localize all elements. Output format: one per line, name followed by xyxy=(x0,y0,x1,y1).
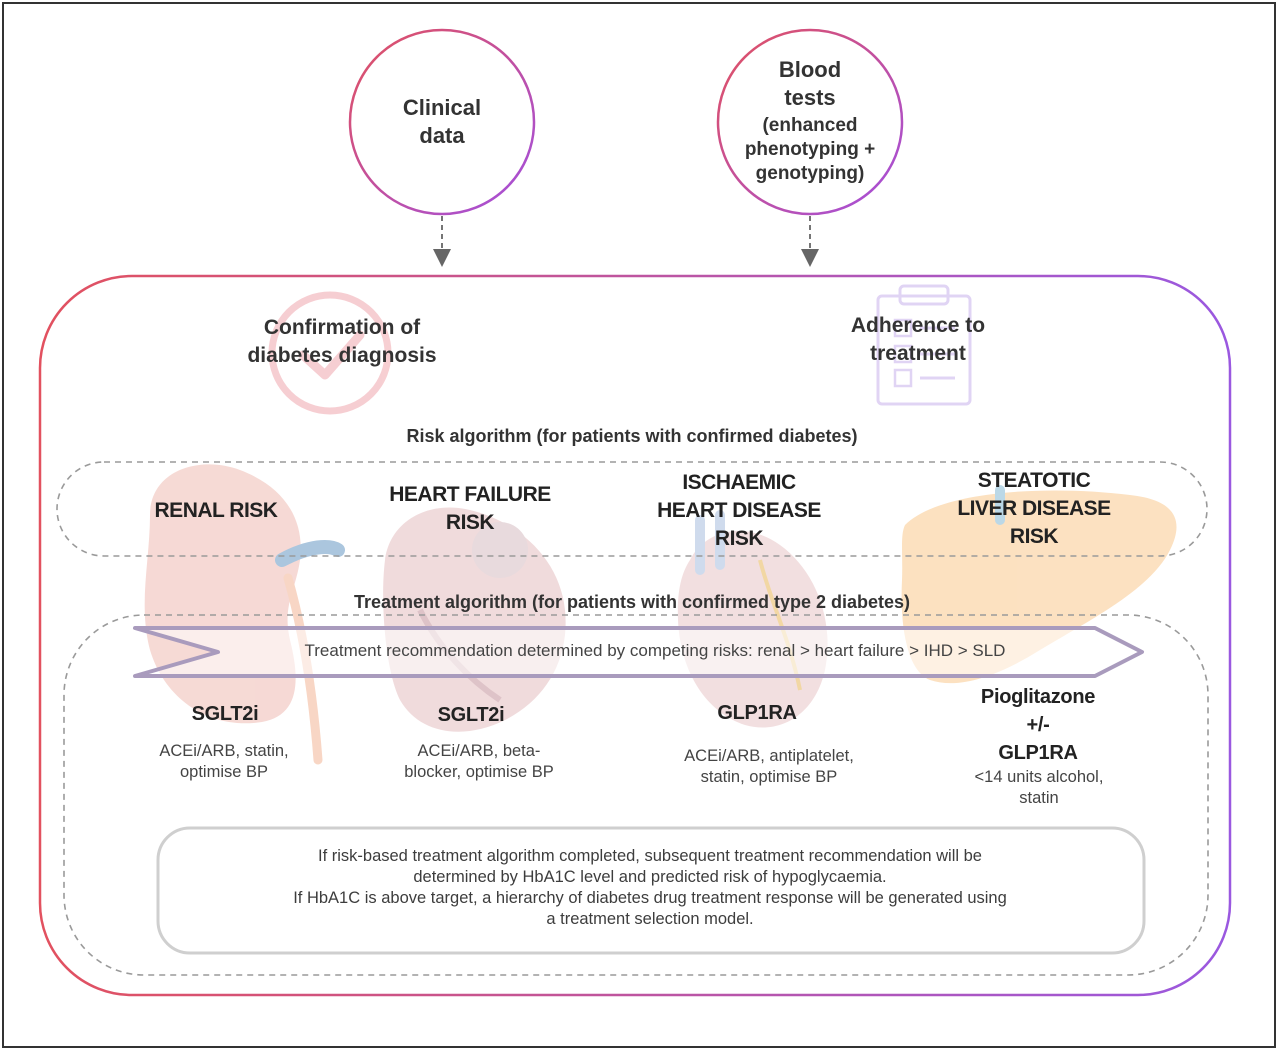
clinical-data-title: Clinical data xyxy=(402,95,482,148)
risk-heart-failure: HEART FAILURE RISK xyxy=(389,483,551,534)
note-box xyxy=(156,826,1146,955)
treatment-sld-detail: <14 units alcohol, statin xyxy=(974,768,1104,807)
heart-icon xyxy=(383,507,566,732)
priority-arrow xyxy=(133,626,1144,678)
treatment-ihd-drug: GLP1RA xyxy=(717,702,797,724)
clinical-data-circle xyxy=(348,28,536,216)
treatment-ihd-detail: ACEi/ARB, antiplatelet, statin, optimise… xyxy=(684,747,854,786)
priority-arrow-text: Treatment recommendation determined by c… xyxy=(304,641,1006,660)
treatment-box xyxy=(63,614,1209,976)
treatment-algorithm-title: Treatment algorithm (for patients with c… xyxy=(353,592,911,612)
blood-tests-subtitle: (enhanced phenotyping + genotyping) xyxy=(744,115,876,184)
treatment-hf-drug: SGLT2i xyxy=(437,704,505,726)
risk-steatotic-liver: STEATOTIC LIVER DISEASE RISK xyxy=(957,469,1111,548)
confirmation-heading: Confirmation of diabetes diagnosis xyxy=(247,316,437,367)
risk-ischaemic: ISCHAEMIC HEART DISEASE RISK xyxy=(657,471,821,550)
clipboard-icon xyxy=(876,284,972,406)
treatment-renal-drug: SGLT2i xyxy=(191,703,259,725)
risk-algorithm-title: Risk algorithm (for patients with confir… xyxy=(406,426,858,446)
treatment-sld-drug: Pioglitazone +/- GLP1RA xyxy=(980,686,1096,764)
treatment-note: If risk-based treatment algorithm comple… xyxy=(293,847,1007,928)
blood-tests-title: Blood tests xyxy=(778,57,842,110)
risk-box xyxy=(56,461,1208,557)
treatment-hf-detail: ACEi/ARB, beta- blocker, optimise BP xyxy=(404,742,554,781)
risk-renal: RENAL RISK xyxy=(154,499,278,522)
main-container xyxy=(38,274,1232,997)
blood-tests-circle xyxy=(716,28,904,216)
adherence-heading: Adherence to treatment xyxy=(850,314,986,365)
treatment-renal-detail: ACEi/ARB, statin, optimise BP xyxy=(159,742,289,781)
checkmark-icon xyxy=(268,291,392,415)
